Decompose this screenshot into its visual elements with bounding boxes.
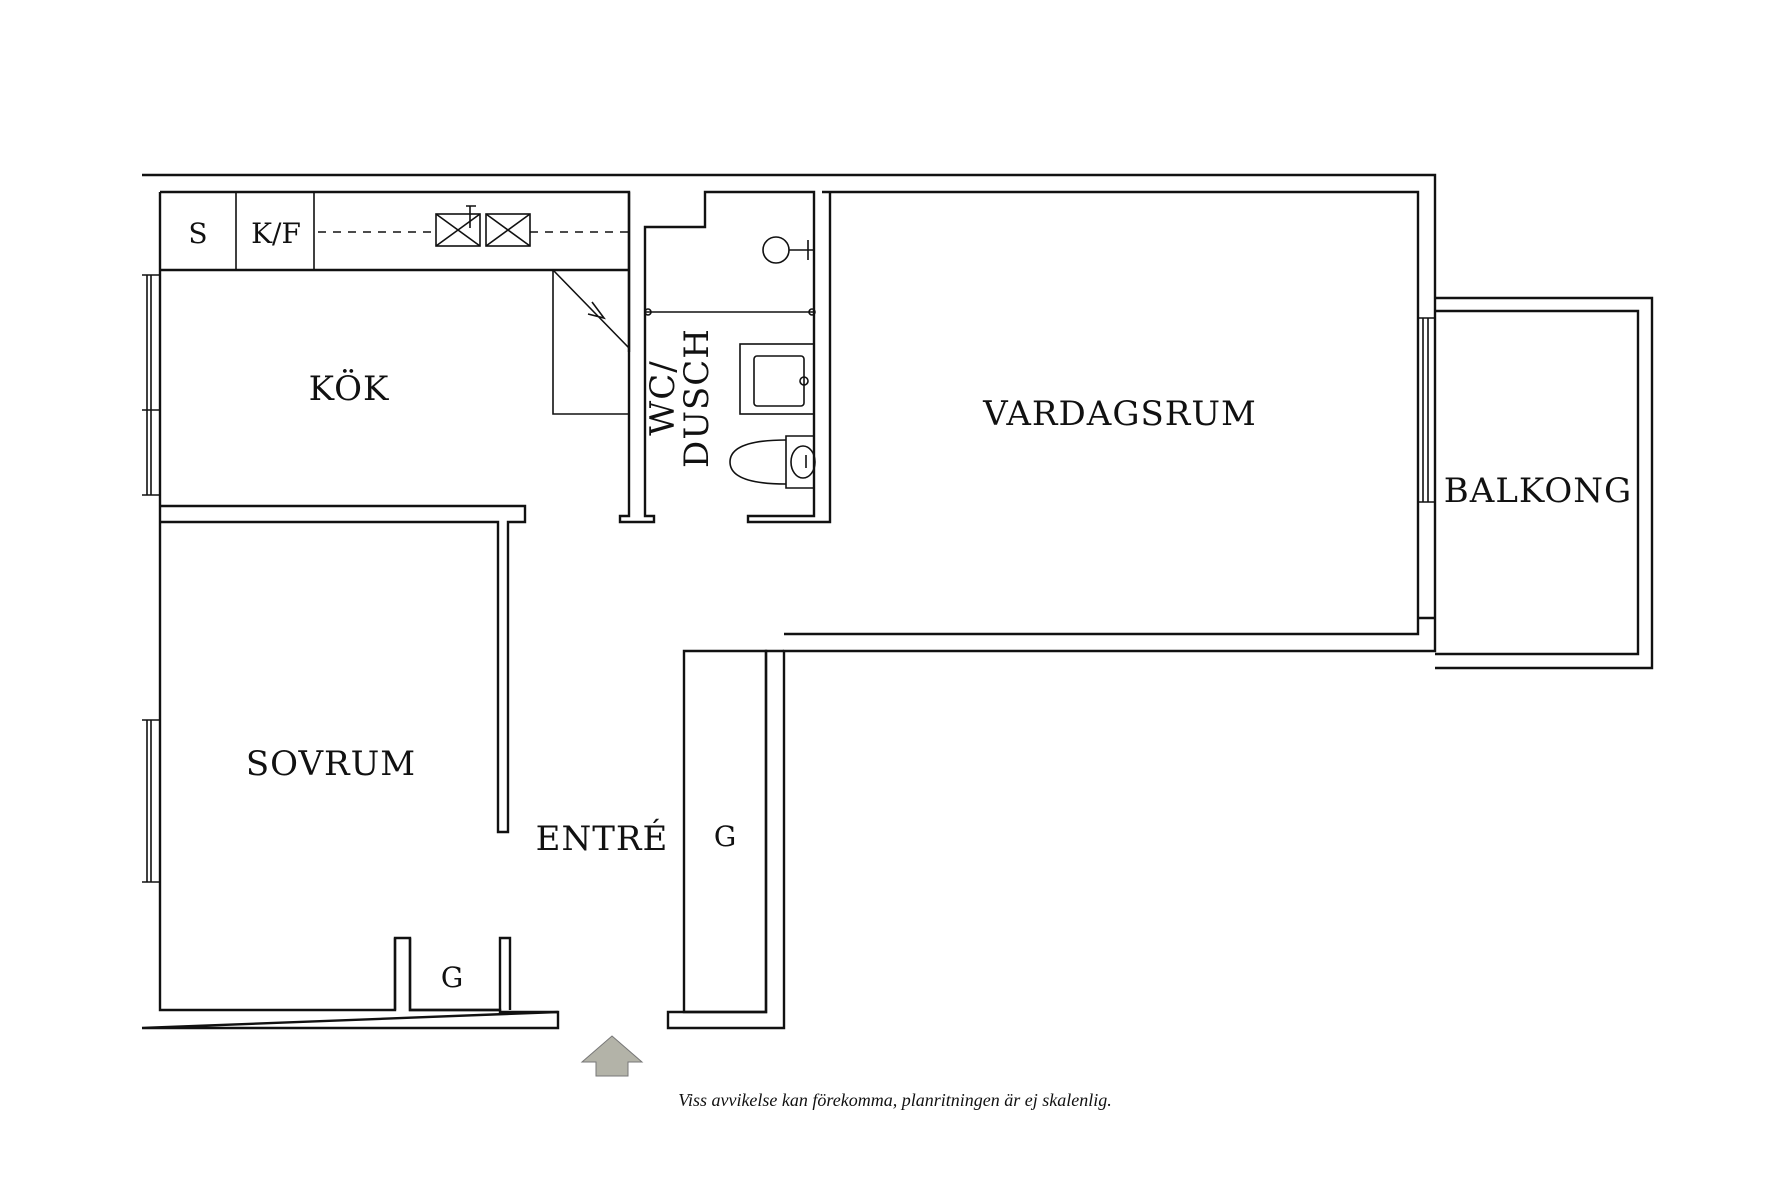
kitchen-walls [160,190,832,834]
label-sink-cabinet: S [188,217,207,250]
shower-icon [644,234,816,316]
room-label-sovrum: SOVRUM [246,744,416,784]
room-label-wc: WC/ [643,360,683,435]
disclaimer-note: Viss avvikelse kan förekomma, planritnin… [678,1090,1111,1110]
wardrobe-entre [682,649,768,1014]
room-label-kok: KÖK [309,368,390,409]
room-label-dusch: DUSCH [677,328,717,468]
windows [142,274,1436,883]
room-label-entre: ENTRÉ [536,818,669,859]
outer-walls [141,173,1437,1030]
balcony-walls [1418,296,1654,670]
room-label-balkong: BALKONG [1444,471,1632,511]
label-fridge-freezer: K/F [251,217,301,250]
label-wardrobe-sovrum: G [441,961,463,994]
wardrobe-sovrum [393,936,512,1012]
room-label-wc-dusch: WC/ DUSCH [643,328,717,468]
kitchen-sink-icon [435,205,531,247]
washbasin-icon [739,343,815,415]
room-label-vardagsrum: VARDAGSRUM [982,394,1257,434]
toilet-icon [729,435,816,489]
entrance-arrow-icon [580,1035,644,1077]
label-wardrobe-entre: G [714,820,736,853]
